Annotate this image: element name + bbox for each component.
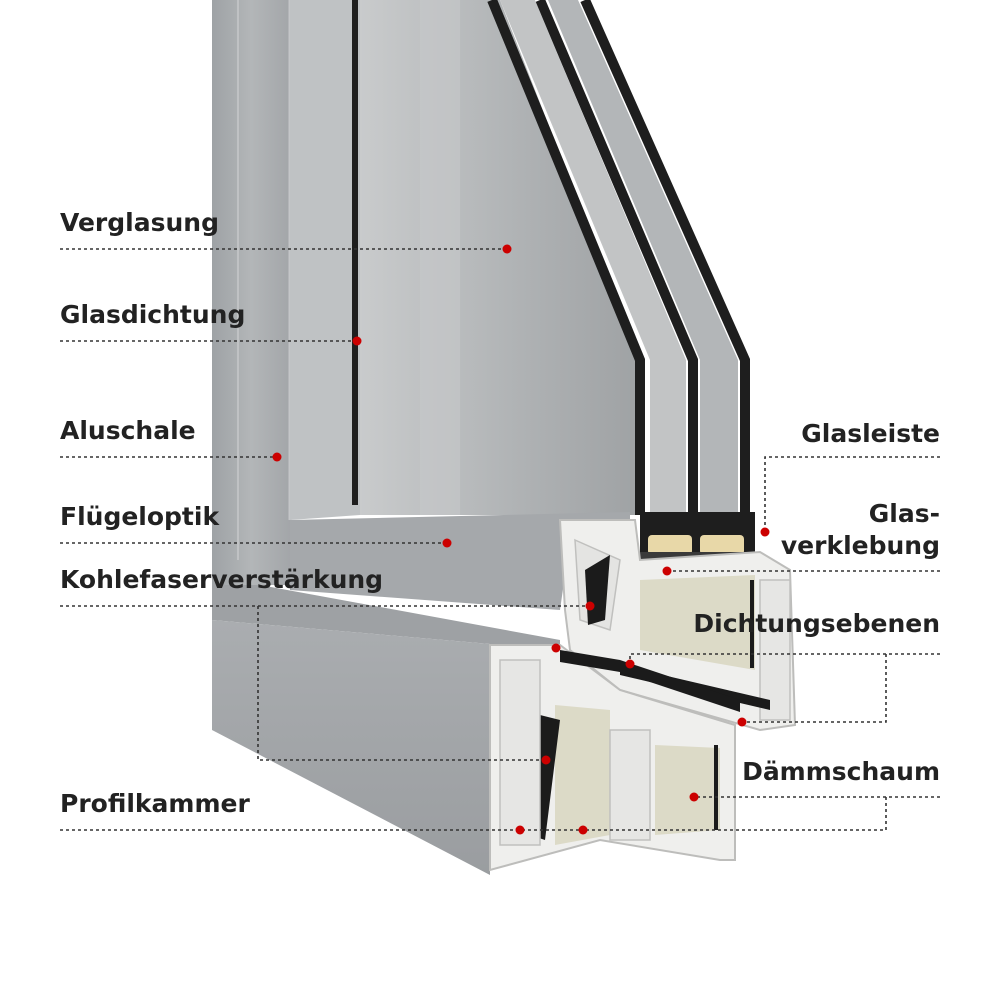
marker-profilkammer xyxy=(515,825,525,835)
marker-dichtung-3 xyxy=(737,717,747,727)
frame-profile xyxy=(489,644,740,872)
marker-verglasung xyxy=(502,244,512,254)
marker-kohlefaser-1 xyxy=(585,601,595,611)
label-glasdichtung: Glasdichtung xyxy=(60,300,246,329)
marker-dichtung-1 xyxy=(551,643,561,653)
label-kohlefaserverstaerkung: Kohlefaserverstärkung xyxy=(60,565,384,594)
label-daemmschaum: Dämmschaum xyxy=(742,757,940,786)
label-glasverklebung-line2: verklebung xyxy=(780,531,940,560)
markers xyxy=(272,244,770,835)
aluminium-frame xyxy=(212,0,560,875)
label-profilkammer: Profilkammer xyxy=(60,789,250,818)
marker-daemmschaum-1 xyxy=(689,792,699,802)
label-verglasung: Verglasung xyxy=(60,208,219,237)
marker-aluschale xyxy=(272,452,282,462)
marker-daemmschaum-2 xyxy=(578,825,588,835)
label-aluschale: Aluschale xyxy=(60,416,196,445)
label-dichtungsebenen: Dichtungsebenen xyxy=(693,609,940,638)
glass-panes xyxy=(352,0,750,515)
sash-frame xyxy=(290,0,640,610)
marker-kohlefaser-2 xyxy=(541,755,551,765)
marker-dichtung-2 xyxy=(625,659,635,669)
marker-glasleiste xyxy=(760,527,770,537)
marker-glasdichtung xyxy=(352,336,362,346)
label-glasleiste: Glasleiste xyxy=(801,419,940,448)
marker-fluegeloptik xyxy=(442,538,452,548)
leader-lines xyxy=(60,248,940,831)
label-fluegeloptik: Flügeloptik xyxy=(60,502,220,531)
label-glasverklebung-line1: Glas- xyxy=(868,499,940,528)
marker-glasverklebung xyxy=(662,566,672,576)
